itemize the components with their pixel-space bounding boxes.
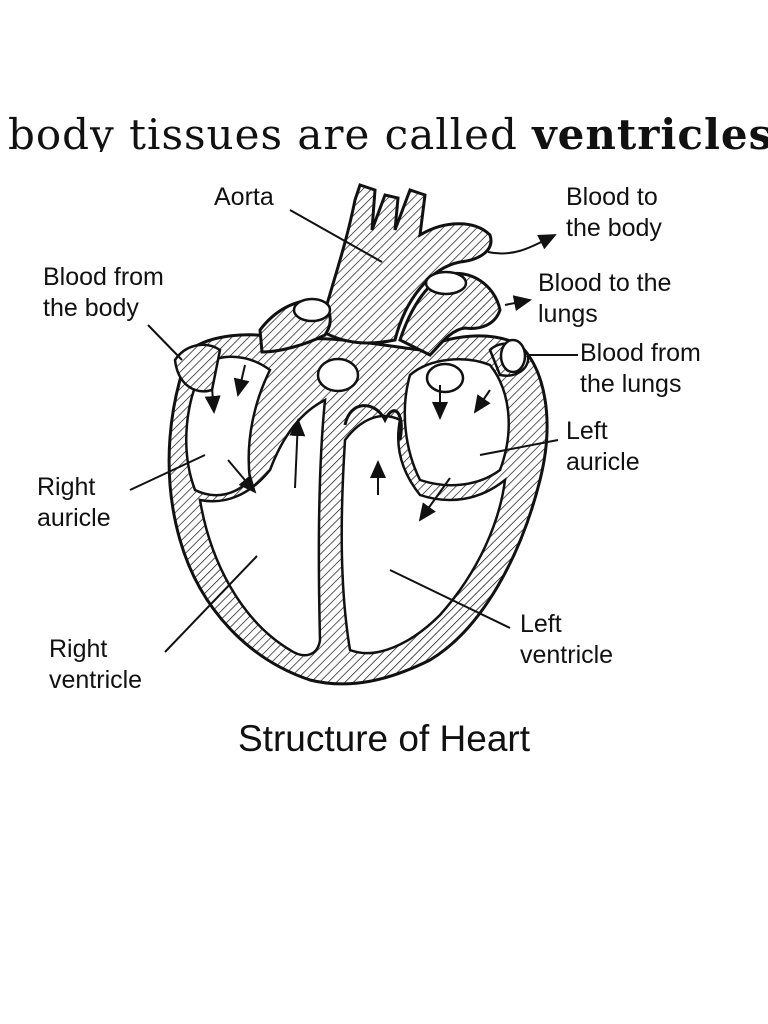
label-right-ventricle-line2: ventricle <box>49 666 143 694</box>
aortic-valve <box>343 404 403 441</box>
label-left-ventricle-line1: Left <box>520 610 562 638</box>
cropped-sentence: body tissues are called ventricles. <box>8 110 768 152</box>
label-blood-from-lungs-line1: Blood from <box>580 339 701 367</box>
label-right-ventricle-line1: Right <box>49 635 108 663</box>
flow-arrows <box>204 364 491 522</box>
pulmonary-artery <box>398 272 502 357</box>
leader-lines <box>129 209 578 653</box>
label-aorta: Aorta <box>214 183 274 211</box>
label-blood-to-lungs-line1: Blood to the <box>538 269 672 297</box>
label-left-ventricle: Left ventricle <box>520 609 613 671</box>
aorta-vessel <box>318 183 493 345</box>
label-left-auricle-line2: auricle <box>566 448 640 476</box>
label-right-auricle-line1: Right <box>37 473 96 501</box>
label-right-auricle: Right auricle <box>37 472 111 534</box>
cropped-sentence-plain: body tissues are called <box>8 110 533 152</box>
label-blood-to-body-line2: the body <box>566 214 662 242</box>
right-ventricle-chamber <box>198 397 327 657</box>
label-blood-from-body-line2: the body <box>43 294 139 322</box>
label-blood-from-lungs: Blood from the lungs <box>580 338 701 400</box>
lower-vena-cava <box>173 343 222 393</box>
label-blood-to-lungs-line2: lungs <box>538 300 598 328</box>
cropped-text-line: body tissues are called ventricles. <box>0 88 768 152</box>
cropped-sentence-bold: ventricles. <box>532 110 768 152</box>
diagram-caption: Structure of Heart <box>237 718 530 759</box>
valve-opening <box>316 357 360 393</box>
vena-cava-opening <box>292 297 332 323</box>
label-left-ventricle-line2: ventricle <box>520 641 614 669</box>
label-left-auricle-line1: Left <box>566 417 608 445</box>
label-blood-from-lungs-line2: the lungs <box>580 370 682 398</box>
left-valve-opening <box>425 362 465 394</box>
label-left-auricle: Left auricle <box>566 416 640 478</box>
label-right-auricle-line2: auricle <box>37 504 111 532</box>
pulmonary-opening <box>424 270 468 296</box>
label-blood-to-body-line1: Blood to <box>566 183 658 211</box>
label-blood-to-lungs: Blood to the lungs <box>538 268 671 330</box>
label-blood-from-body-line1: Blood from <box>43 263 164 291</box>
label-blood-to-body: Blood to the body <box>566 182 662 244</box>
label-blood-from-body: Blood from the body <box>43 262 164 324</box>
pulmonary-vein-opening <box>499 338 527 374</box>
label-right-ventricle: Right ventricle <box>49 634 142 696</box>
